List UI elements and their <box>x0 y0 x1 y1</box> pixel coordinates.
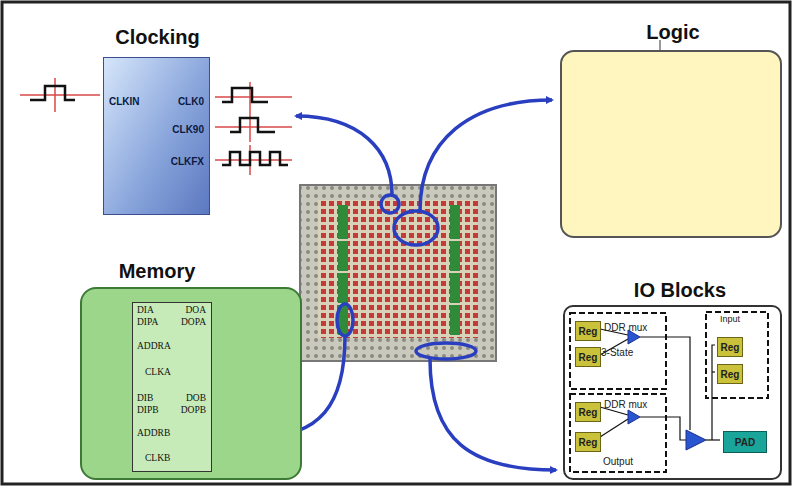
panel-heading: Logic <box>562 21 784 43</box>
register-box: Reg <box>575 347 601 367</box>
register-box: Reg <box>575 321 601 341</box>
register-box: Reg <box>575 402 601 422</box>
pin-name: DOPB <box>181 405 206 415</box>
io-panel: IO BlocksRegRegRegRegRegRegPAD <box>563 305 782 480</box>
pin-name: DIPA <box>137 317 158 327</box>
pin-name: ADDRB <box>137 428 170 438</box>
pin-name: DIA <box>137 305 154 315</box>
box-label: Reg <box>576 352 600 363</box>
pin-name: ADDRA <box>137 341 171 351</box>
pad-box: PAD <box>723 431 767 453</box>
logic-panel: Logic <box>560 50 782 238</box>
signal-label: Output <box>603 456 633 467</box>
pin-name: DIPB <box>137 405 159 415</box>
register-box: Reg <box>717 364 743 384</box>
pin-name: DOB <box>186 393 206 403</box>
pin-name: CLK90 <box>172 124 204 135</box>
pin-name: CLKFX <box>171 156 204 167</box>
box-label: PAD <box>724 437 766 448</box>
signal-label: Input <box>720 315 740 325</box>
box-label: Reg <box>718 369 742 380</box>
box-label: Reg <box>576 407 600 418</box>
signal-label: DDR mux <box>604 322 647 333</box>
clock-manager-box: ClockingCLKINCLK0CLK90CLKFX <box>103 57 210 215</box>
pin-name: CLK0 <box>178 96 204 107</box>
panel-heading: IO Blocks <box>605 279 755 301</box>
register-box: Reg <box>575 432 601 452</box>
box-label: Reg <box>576 437 600 448</box>
panel-heading: Memory <box>82 260 232 282</box>
pin-name: DOA <box>185 305 206 315</box>
box-label: Reg <box>718 342 742 353</box>
block-ram: DIA DIPA ADDRA CLKA DIB DIPB ADDRB CLKB DOA DOPA D… <box>132 302 212 472</box>
box-label: Reg <box>576 326 600 337</box>
pin-name: CLKB <box>145 453 170 463</box>
signal-label: 3-State <box>601 347 633 358</box>
pin-name: DIB <box>137 393 153 403</box>
pin-name: CLKIN <box>109 96 140 107</box>
pin-name: CLKA <box>145 367 171 377</box>
memory-panel: MemoryDIADIPAADDRACLKADIBDIPBADDRBCLKBDO… <box>80 287 302 480</box>
panel-heading: Clocking <box>104 26 211 48</box>
signal-label: DDR mux <box>604 399 647 410</box>
pin-name: DOPA <box>181 317 206 327</box>
register-box: Reg <box>717 337 743 357</box>
